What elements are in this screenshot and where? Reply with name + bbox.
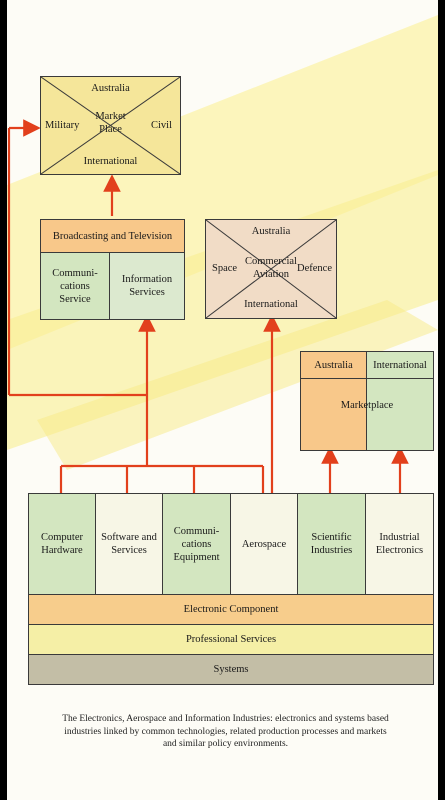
industry-cell: Communi- cations Equipment: [163, 494, 231, 594]
industry-cell: Software and Services: [96, 494, 163, 594]
marketplace-left-fill: [301, 379, 367, 450]
market-east-label: Civil: [150, 120, 172, 131]
connector-arrows: [7, 119, 409, 493]
broadcasting-header: Broadcasting and Television: [41, 220, 184, 253]
band-systems: Systems: [29, 654, 433, 684]
marketplace-australia-header: Australia: [301, 352, 367, 379]
industry-cell: Computer Hardware: [29, 494, 96, 594]
cross-lines: [41, 77, 180, 174]
aviation-center-label: Commercial Aviation: [245, 256, 297, 280]
market-place-box: Australia Military Market Place Civil In…: [40, 76, 181, 175]
industry-cell: Industrial Electronics: [366, 494, 433, 594]
market-west-label: Military: [45, 120, 80, 131]
aviation-box: Australia Space Commercial Aviation Defe…: [205, 219, 337, 319]
band-professional-services: Professional Services: [29, 624, 433, 654]
diagram-canvas: Australia Military Market Place Civil In…: [7, 0, 438, 800]
band-electronic-component: Electronic Component: [29, 594, 433, 624]
marketplace-right-fill: [367, 379, 433, 450]
market-south-label: International: [83, 156, 138, 167]
aviation-north-label: Australia: [251, 226, 291, 237]
industry-cell: Scientific Industries: [298, 494, 366, 594]
market-center-label: Market Place: [95, 111, 126, 135]
aviation-west-label: Space: [212, 263, 238, 274]
marketplace-right-box: Australia International Marketplace: [300, 351, 434, 451]
marketplace-international-header: International: [367, 352, 433, 379]
communications-service-cell: Communi- cations Service: [41, 253, 110, 319]
aviation-south-label: International: [244, 299, 298, 310]
industry-cell: Aerospace: [231, 494, 298, 594]
marketplace-center-label: Marketplace: [340, 399, 394, 411]
figure-caption: The Electronics, Aerospace and Informati…: [62, 714, 389, 749]
market-north-label: Australia: [91, 83, 130, 94]
aviation-east-label: Defence: [297, 263, 332, 274]
broadcasting-box: Broadcasting and Television Communi- cat…: [40, 219, 185, 320]
information-services-cell: Information Services: [110, 253, 184, 319]
cross-lines: [206, 220, 336, 318]
